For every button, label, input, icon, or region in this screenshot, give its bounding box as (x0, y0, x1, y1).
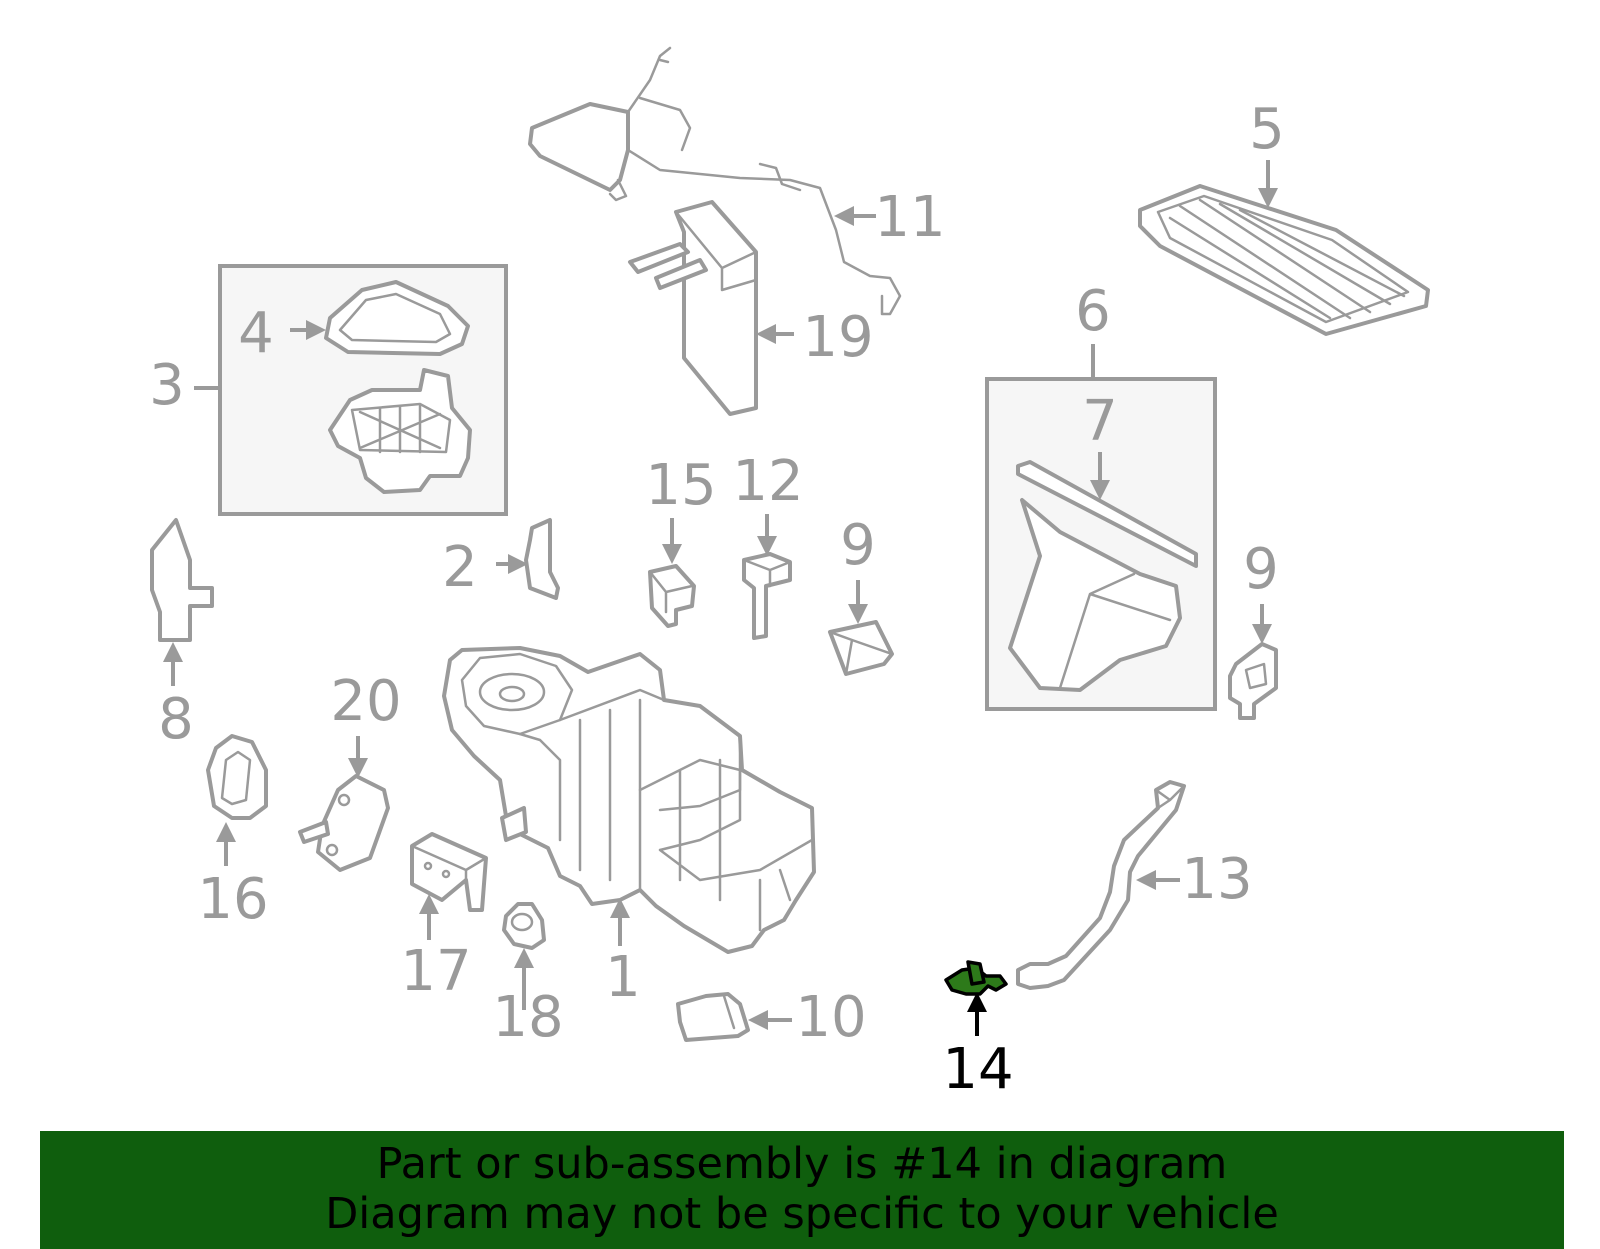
part-9-right-actuator (1228, 642, 1278, 720)
part-8-duct (150, 518, 214, 642)
callout-13: 13 (1181, 847, 1252, 912)
leader-lines (163, 160, 1278, 1036)
part-14-clip-highlighted (944, 960, 1008, 996)
callout-5: 5 (1249, 97, 1285, 162)
part-15-relay (648, 564, 696, 628)
callout-9-right: 9 (1243, 537, 1279, 602)
part-5-filter (1138, 184, 1430, 336)
callouts: 1 2 3 4 5 6 7 8 9 9 10 11 12 13 14 15 16… (149, 97, 1285, 1102)
callout-4: 4 (238, 301, 274, 366)
info-banner: Part or sub-assembly is #14 in diagram D… (40, 1131, 1564, 1249)
part-2-bracket (524, 518, 560, 600)
callout-12: 12 (732, 449, 803, 514)
callout-7: 7 (1082, 389, 1118, 454)
callout-2: 2 (442, 535, 478, 600)
part-7-case-section (1008, 460, 1198, 692)
part-10-seal (676, 992, 750, 1042)
part-1-hvac-case (442, 646, 816, 954)
banner-line-2: Diagram may not be specific to your vehi… (325, 1189, 1279, 1239)
callout-10: 10 (795, 985, 866, 1050)
callout-20: 20 (330, 669, 401, 734)
part-13-drain-hose (1016, 780, 1186, 990)
callout-8: 8 (158, 687, 194, 752)
callout-6: 6 (1075, 279, 1111, 344)
part-19-heater-core (628, 200, 758, 416)
part-9-left-actuator (828, 620, 894, 676)
callout-15: 15 (645, 453, 716, 518)
callout-3: 3 (149, 353, 185, 418)
callout-1: 1 (605, 945, 641, 1010)
callout-14: 14 (942, 1037, 1013, 1102)
part-17-bracket (410, 832, 488, 912)
part-3-blower-housing (328, 368, 472, 494)
callout-16: 16 (197, 867, 268, 932)
callout-18: 18 (492, 985, 563, 1050)
callout-11: 11 (874, 185, 945, 250)
callout-17: 17 (400, 939, 471, 1004)
part-11-wiring-harness (528, 46, 902, 316)
callout-19: 19 (802, 305, 873, 370)
part-12-sensor (742, 552, 792, 640)
callout-9-left: 9 (840, 513, 876, 578)
banner-line-1: Part or sub-assembly is #14 in diagram (376, 1139, 1228, 1189)
part-20-actuator (298, 774, 390, 872)
part-4-cover (324, 280, 470, 356)
part-16-motor (206, 734, 268, 820)
part-18-grommet (502, 902, 546, 950)
